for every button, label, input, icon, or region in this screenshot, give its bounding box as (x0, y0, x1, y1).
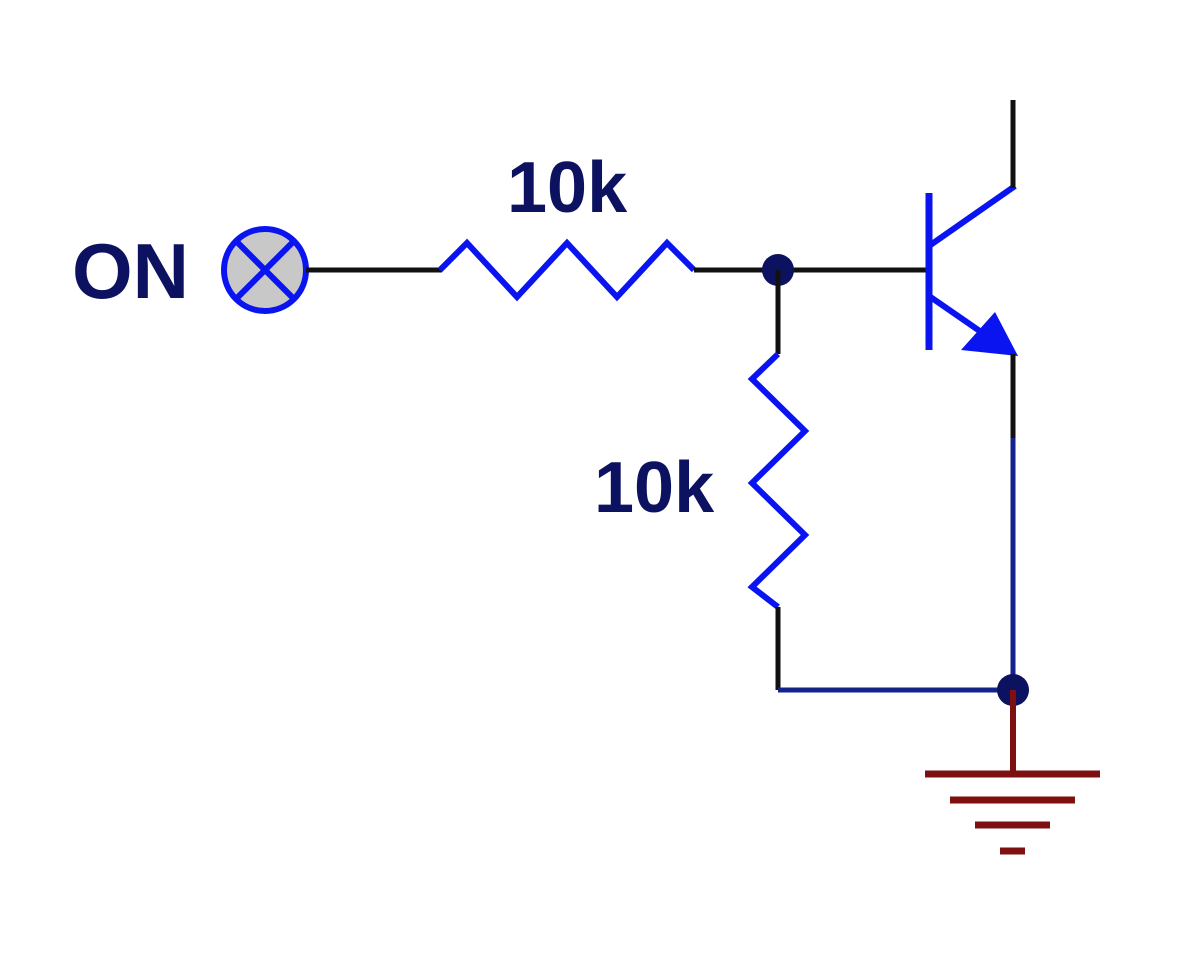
input-label: ON (72, 227, 189, 315)
ground-icon (925, 690, 1100, 855)
resistor-series-icon (437, 238, 697, 302)
npn-transistor-icon (925, 183, 1018, 356)
resistor-pulldown-label: 10k (594, 448, 715, 528)
resistor-series-label: 10k (507, 148, 628, 228)
resistor-pulldown-icon (747, 351, 810, 610)
input-pin-icon (221, 226, 309, 314)
